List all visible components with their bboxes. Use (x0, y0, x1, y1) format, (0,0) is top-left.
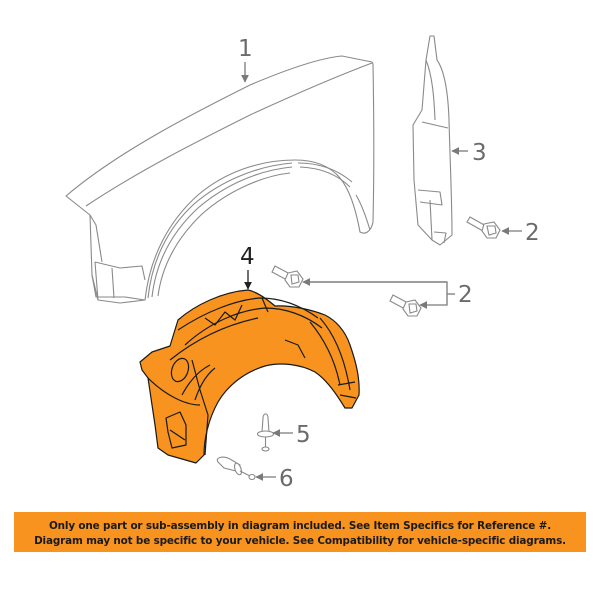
callout-label-3: 3 (472, 140, 487, 166)
fender-part-1 (65, 55, 375, 304)
fender-liner-part-4 (139, 289, 360, 464)
disclaimer-line-2: Diagram may not be specific to your vehi… (34, 534, 566, 547)
callout-label-4: 4 (240, 244, 255, 270)
callout-bracket-2b (305, 281, 455, 309)
callout-label-1: 1 (238, 36, 253, 62)
screw-retainer-part-6 (216, 456, 256, 481)
disclaimer-line-1: Only one part or sub-assembly in diagram… (49, 519, 551, 532)
bracket-part-3 (412, 35, 453, 246)
disclaimer-banner: Only one part or sub-assembly in diagram… (14, 512, 586, 552)
bolt-part-2a (466, 216, 501, 239)
callout-label-2b: 2 (458, 282, 473, 308)
callout-label-6: 6 (279, 466, 294, 492)
callout-label-5: 5 (296, 422, 311, 448)
callout-label-2a: 2 (525, 220, 540, 246)
bolt-part-2b (271, 265, 304, 288)
bolt-part-2c (389, 294, 422, 317)
push-pin-part-5 (256, 413, 275, 452)
